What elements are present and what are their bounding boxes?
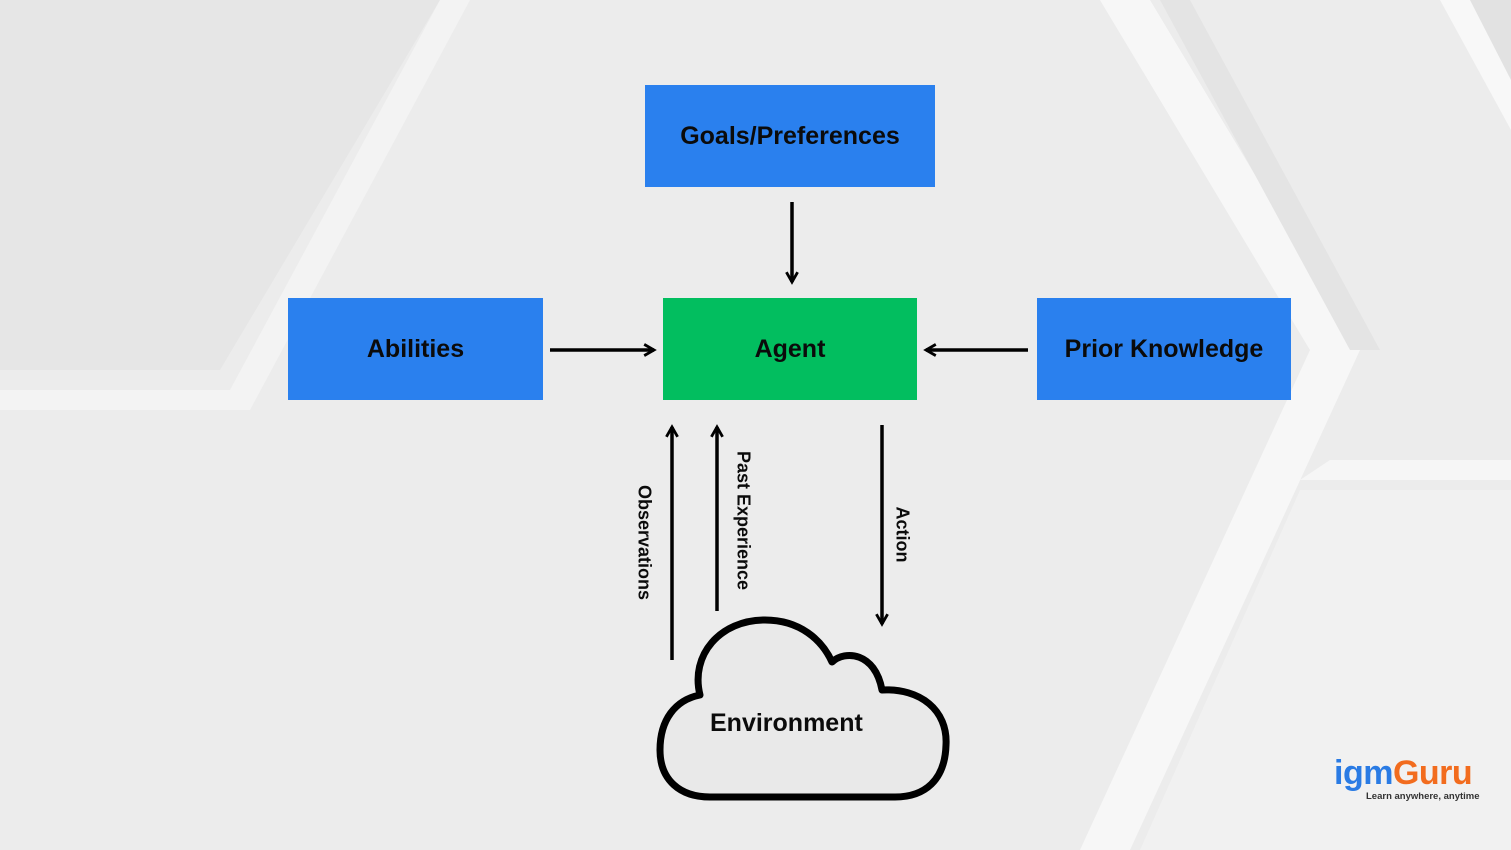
action-label: Action [892,506,913,563]
goals-preferences-label: Goals/Preferences [680,121,900,150]
logo-guru: Guru [1392,754,1473,792]
abilities-label: Abilities [366,334,465,363]
past-experience-label: Past Experience [733,450,754,591]
agent-label: Agent [754,334,826,363]
environment-label: Environment [710,709,863,737]
goals-preferences-box: Goals/Preferences [645,85,935,187]
abilities-box: Abilities [288,298,543,400]
agent-box: Agent [663,298,917,400]
igmguru-logo: igmGuru Learn anywhere, anytime [1334,756,1480,802]
logo-tagline: Learn anywhere, anytime [1366,791,1480,802]
environment-cloud-shape [656,616,950,801]
logo-igm: igm [1334,754,1393,792]
prior-knowledge-box: Prior Knowledge [1037,298,1291,400]
prior-knowledge-label: Prior Knowledge [1064,334,1264,363]
observations-label: Observations [634,484,655,601]
